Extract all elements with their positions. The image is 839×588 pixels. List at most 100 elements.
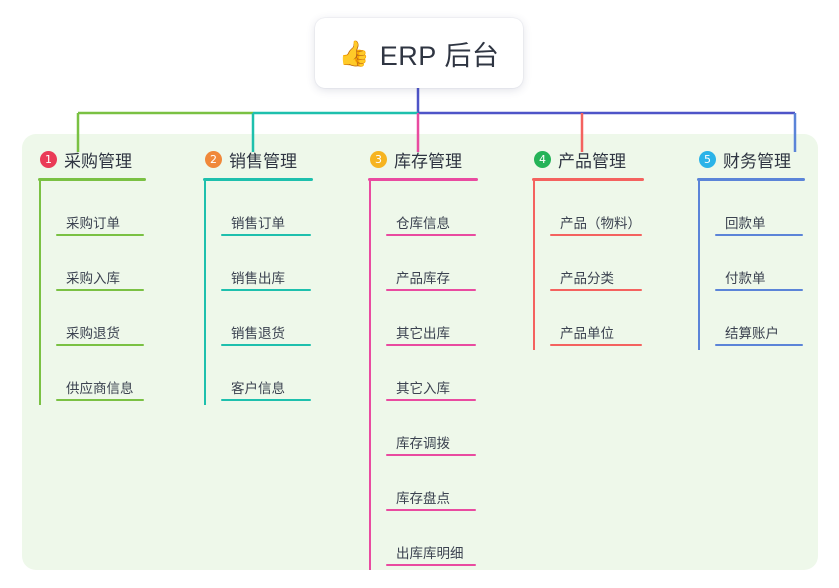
branch-rule-3 <box>368 178 478 181</box>
leaf-list-5: 回款单付款单结算账户 <box>697 181 805 350</box>
leaf-list-4: 产品（物料） 产品分类产品单位 <box>532 181 644 350</box>
leaf-item[interactable]: 库存盘点 <box>386 456 478 511</box>
leaf-list-3: 仓库信息产品库存其它出库其它入库库存调拨库存盘点出库库明细 <box>368 181 478 570</box>
leaf-rule <box>56 399 144 401</box>
branch-column-4: 4 产品管理产品（物料） 产品分类产品单位 <box>532 146 644 350</box>
leaf-label: 回款单 <box>725 216 766 231</box>
leaf-label: 付款单 <box>725 271 766 286</box>
branch-rule-2 <box>203 178 313 181</box>
root-title: ERP 后台 <box>379 40 500 71</box>
leaf-label: 其它出库 <box>396 326 450 341</box>
branch-label-1: 采购管理 <box>64 151 132 171</box>
leaf-spine-5 <box>698 181 700 350</box>
leaf-item[interactable]: 出库库明细 <box>386 511 478 566</box>
leaf-label: 出库库明细 <box>396 546 464 561</box>
leaf-label: 销售退货 <box>231 326 285 341</box>
leaf-rule <box>221 234 311 236</box>
leaf-label: 采购入库 <box>66 271 120 286</box>
branch-column-5: 5 财务管理回款单付款单结算账户 <box>697 146 805 350</box>
leaf-label: 产品库存 <box>396 271 450 286</box>
leaf-rule <box>715 289 803 291</box>
leaf-item[interactable]: 仓库信息 <box>386 181 478 236</box>
branch-rule-1 <box>38 178 146 181</box>
leaf-rule <box>56 234 144 236</box>
leaf-label: 供应商信息 <box>66 381 134 396</box>
leaf-label: 产品单位 <box>560 326 614 341</box>
leaf-item[interactable]: 销售订单 <box>221 181 313 236</box>
diagram-panel <box>22 134 818 570</box>
leaf-item[interactable]: 回款单 <box>715 181 805 236</box>
leaf-item[interactable]: 产品单位 <box>550 291 644 346</box>
leaf-item[interactable]: 库存调拨 <box>386 401 478 456</box>
leaf-spine-4 <box>533 181 535 350</box>
branch-column-1: 1 采购管理采购订单采购入库采购退货供应商信息 <box>38 146 146 405</box>
branch-header-1[interactable]: 1 采购管理 <box>38 146 146 172</box>
leaf-spine-2 <box>204 181 206 405</box>
leaf-rule <box>386 564 476 566</box>
leaf-label: 采购订单 <box>66 216 120 231</box>
leaf-rule <box>56 344 144 346</box>
leaf-rule <box>550 289 642 291</box>
branch-badge-5: 5 <box>699 150 716 168</box>
leaf-list-2: 销售订单销售出库销售退货客户信息 <box>203 181 313 405</box>
branch-label-3: 库存管理 <box>394 151 462 171</box>
leaf-item[interactable]: 结算账户 <box>715 291 805 346</box>
leaf-label: 销售出库 <box>231 271 285 286</box>
leaf-rule <box>56 289 144 291</box>
leaf-item[interactable]: 产品分类 <box>550 236 644 291</box>
leaf-item[interactable]: 产品（物料） <box>550 181 644 236</box>
leaf-rule <box>550 234 642 236</box>
branch-column-2: 2 销售管理销售订单销售出库销售退货客户信息 <box>203 146 313 405</box>
thumbs-up-icon: 👍 <box>338 39 370 68</box>
leaf-item[interactable]: 产品库存 <box>386 236 478 291</box>
leaf-list-1: 采购订单采购入库采购退货供应商信息 <box>38 181 146 405</box>
leaf-rule <box>386 399 476 401</box>
leaf-item[interactable]: 其它出库 <box>386 291 478 346</box>
branch-label-2: 销售管理 <box>229 151 297 171</box>
leaf-rule <box>221 399 311 401</box>
leaf-rule <box>386 289 476 291</box>
leaf-rule <box>221 289 311 291</box>
branch-label-5: 财务管理 <box>723 151 791 171</box>
leaf-label: 其它入库 <box>396 381 450 396</box>
root-node[interactable]: 👍 ERP 后台 <box>315 18 523 88</box>
leaf-item[interactable]: 客户信息 <box>221 346 313 401</box>
leaf-rule <box>221 344 311 346</box>
branch-header-3[interactable]: 3 库存管理 <box>368 146 478 172</box>
leaf-rule <box>715 234 803 236</box>
branch-badge-1: 1 <box>40 150 57 168</box>
leaf-label: 结算账户 <box>725 326 779 341</box>
leaf-label: 产品（物料） <box>560 216 641 231</box>
branch-rule-5 <box>697 178 805 181</box>
leaf-spine-1 <box>39 181 41 405</box>
branch-badge-2: 2 <box>205 150 222 168</box>
branch-header-4[interactable]: 4 产品管理 <box>532 146 644 172</box>
leaf-item[interactable]: 采购入库 <box>56 236 146 291</box>
leaf-label: 销售订单 <box>231 216 285 231</box>
leaf-rule <box>386 234 476 236</box>
leaf-item[interactable]: 销售出库 <box>221 236 313 291</box>
leaf-label: 客户信息 <box>231 381 285 396</box>
leaf-item[interactable]: 销售退货 <box>221 291 313 346</box>
branch-badge-4: 4 <box>534 150 551 168</box>
leaf-label: 库存调拨 <box>396 436 450 451</box>
leaf-item[interactable]: 采购订单 <box>56 181 146 236</box>
leaf-item[interactable]: 其它入库 <box>386 346 478 401</box>
leaf-rule <box>386 509 476 511</box>
leaf-label: 仓库信息 <box>396 216 450 231</box>
branch-header-2[interactable]: 2 销售管理 <box>203 146 313 172</box>
leaf-rule <box>386 344 476 346</box>
leaf-label: 产品分类 <box>560 271 614 286</box>
branch-label-4: 产品管理 <box>558 151 626 171</box>
leaf-item[interactable]: 供应商信息 <box>56 346 146 401</box>
branch-header-5[interactable]: 5 财务管理 <box>697 146 805 172</box>
leaf-spine-3 <box>369 181 371 570</box>
leaf-rule <box>550 344 642 346</box>
leaf-item[interactable]: 采购退货 <box>56 291 146 346</box>
branch-badge-3: 3 <box>370 150 387 168</box>
leaf-label: 库存盘点 <box>396 491 450 506</box>
leaf-rule <box>386 454 476 456</box>
leaf-item[interactable]: 付款单 <box>715 236 805 291</box>
leaf-label: 采购退货 <box>66 326 120 341</box>
